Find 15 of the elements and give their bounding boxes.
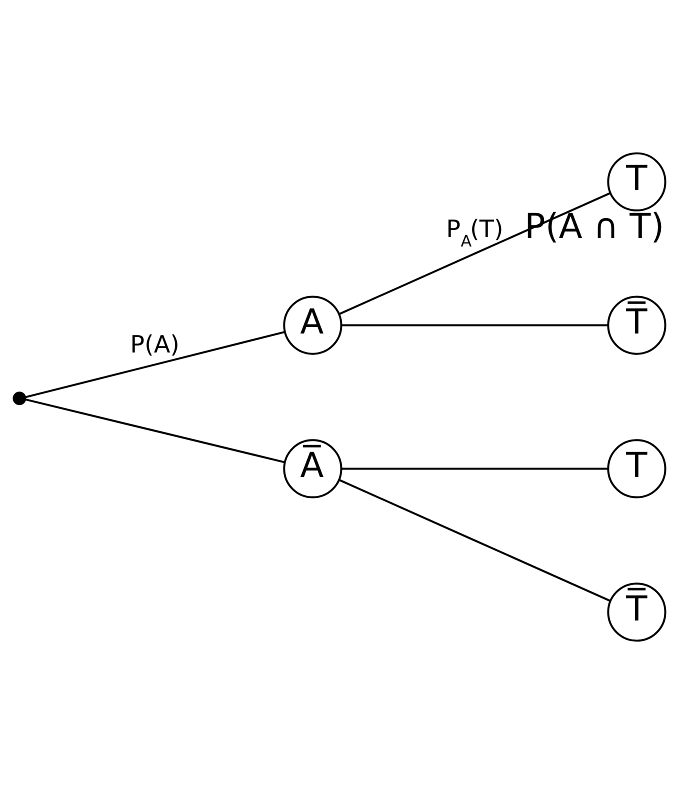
connector bbox=[341, 467, 608, 470]
edge-label: P$_{A}$(T) bbox=[446, 214, 504, 250]
node-circle: A bbox=[283, 295, 342, 354]
connector bbox=[338, 478, 611, 602]
connector bbox=[25, 330, 286, 398]
node-circle: T bbox=[607, 438, 666, 498]
edge-label: P(A) bbox=[130, 330, 180, 358]
node-point bbox=[12, 391, 26, 405]
node-circle: T̅ bbox=[607, 582, 666, 642]
connector bbox=[25, 398, 285, 463]
connector bbox=[338, 192, 611, 314]
connector bbox=[341, 324, 608, 326]
node-circle: T bbox=[607, 152, 666, 211]
node-circle: T̅ bbox=[607, 295, 666, 354]
node-circle: A̅ bbox=[283, 438, 342, 498]
